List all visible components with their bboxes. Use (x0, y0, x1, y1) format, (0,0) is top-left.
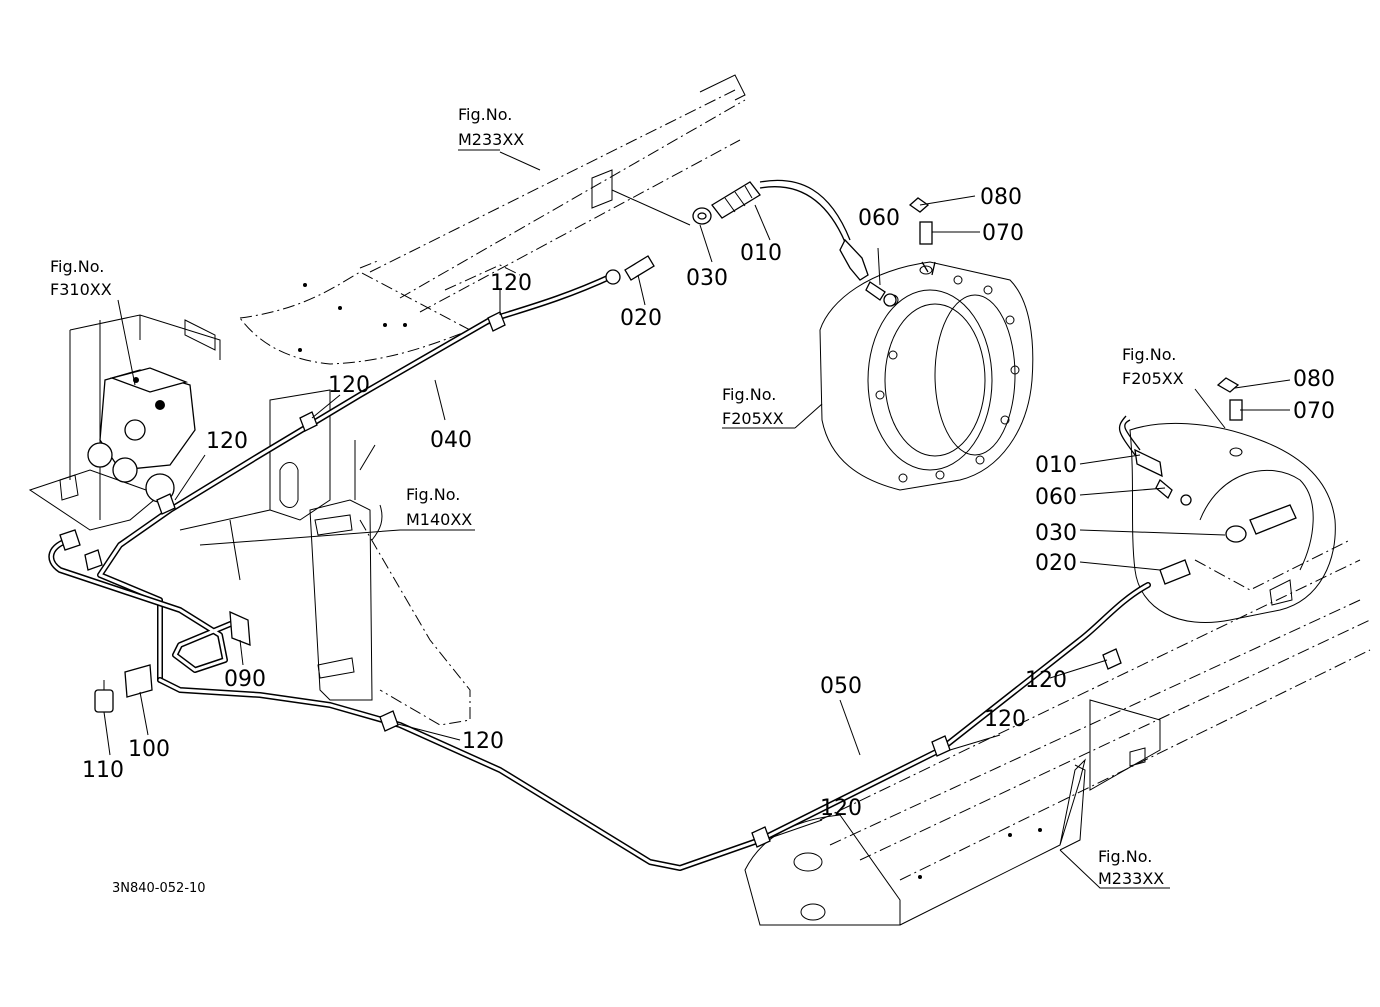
fig-ref-m233-top: Fig.No. M233XX (458, 105, 524, 149)
callout-040: 040 (430, 428, 472, 453)
callout-030-left: 030 (686, 266, 728, 291)
top-frame-beam (359, 74, 746, 313)
callout-030-right: 030 (1035, 521, 1077, 546)
plate-100 (124, 664, 153, 698)
fig-ref-m233-bottom: Fig.No. M233XX (1098, 847, 1164, 888)
fitting-010-left (711, 181, 761, 219)
fitting-right-group (1134, 377, 1297, 585)
fig-ref-f205-left: Fig.No. F205XX (722, 385, 784, 428)
fitting-060-left (839, 238, 897, 307)
leader-lines (103, 149, 1291, 889)
callout-120-d: 120 (462, 729, 504, 754)
fitting-030-left (692, 207, 712, 225)
callout-070-right: 070 (1293, 399, 1335, 424)
callout-120-f: 120 (984, 707, 1026, 732)
fig-ref-m140: Fig.No. M140XX (406, 485, 472, 529)
fig-ref-line1: Fig.No. (50, 257, 104, 276)
hose-010-left (759, 179, 851, 243)
fittings-left-valve (59, 529, 103, 571)
callout-110: 110 (82, 758, 124, 783)
callout-060-left: 060 (858, 206, 900, 231)
brake-housing-right (1129, 422, 1351, 624)
valve-block (28, 314, 221, 531)
fig-ref-line1: Fig.No. (722, 385, 776, 404)
lower-frame-beam (744, 559, 1371, 926)
callout-120-c: 120 (206, 429, 248, 454)
callout-100: 100 (128, 737, 170, 762)
callout-090: 090 (224, 667, 266, 692)
fig-ref-line1: Fig.No. (406, 485, 460, 504)
callout-020-left: 020 (620, 306, 662, 331)
fig-ref-line2: M233XX (1098, 869, 1164, 888)
brake-housing-left (819, 261, 1034, 491)
callout-120-b: 120 (328, 373, 370, 398)
callout-120-e: 120 (1025, 668, 1067, 693)
fig-ref-line2: M233XX (458, 130, 524, 149)
fig-ref-line2: F205XX (1122, 369, 1184, 388)
callout-060-right: 060 (1035, 485, 1077, 510)
fig-ref-line2: F310XX (50, 280, 112, 299)
fig-ref-line1: Fig.No. (1098, 847, 1152, 866)
callout-050: 050 (820, 674, 862, 699)
fig-ref-f310: Fig.No. F310XX (50, 257, 112, 299)
hose-010-right (1118, 415, 1141, 456)
fig-ref-line2: F205XX (722, 409, 784, 428)
fig-ref-line1: Fig.No. (1122, 345, 1176, 364)
fig-ref-line1: Fig.No. (458, 105, 512, 124)
callout-010-left: 010 (740, 241, 782, 266)
fitting-070-080-left (908, 197, 933, 275)
callout-120-g: 120 (820, 796, 862, 821)
callout-120-a: 120 (490, 271, 532, 296)
pipe-050 (157, 582, 1151, 871)
fig-ref-f205-right: Fig.No. F205XX (1122, 345, 1184, 388)
upper-plate (239, 271, 501, 365)
callout-080-left: 080 (980, 185, 1022, 210)
fig-ref-line2: M140XX (406, 510, 472, 529)
fitting-020-left (605, 255, 655, 285)
pipe-040 (97, 273, 615, 683)
callout-010-right: 010 (1035, 453, 1077, 478)
callout-070-left: 070 (982, 221, 1024, 246)
drawing-code: 3N840-052-10 (112, 881, 206, 896)
clips-120 (156, 311, 1122, 848)
center-bracket (179, 389, 471, 726)
callout-080-right: 080 (1293, 367, 1335, 392)
clip-090 (229, 610, 251, 646)
bolt-110 (94, 680, 114, 713)
pipe-left-loop (48, 537, 243, 673)
callout-020-right: 020 (1035, 551, 1077, 576)
